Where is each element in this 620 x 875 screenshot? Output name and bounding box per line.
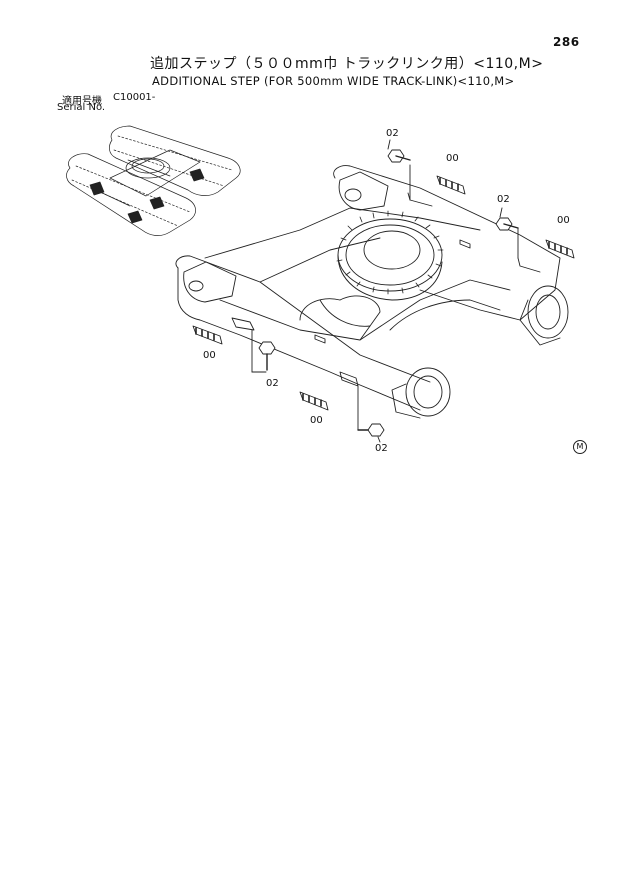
callout-02-upper-right: 02 bbox=[497, 194, 510, 205]
title-english: ADDITIONAL STEP (FOR 500mm WIDE TRACK-LI… bbox=[152, 74, 515, 88]
step-part-00-left bbox=[192, 317, 255, 373]
callout-02-lower: 02 bbox=[375, 443, 388, 454]
callout-00-lower: 00 bbox=[310, 415, 323, 426]
serial-label-japanese: 適用号機 bbox=[62, 96, 102, 107]
step-part-00-lower bbox=[299, 371, 359, 431]
track-frame bbox=[175, 165, 569, 419]
title-japanese: 追加ステップ（５００mm巾 トラックリンク用）<110,M> bbox=[150, 56, 544, 72]
sprocket-hub bbox=[391, 367, 451, 419]
bolt-02-left bbox=[251, 341, 276, 373]
callout-02-upper-center: 02 bbox=[386, 128, 399, 139]
overview-thumbnail bbox=[66, 125, 241, 236]
circled-m-mark: M bbox=[573, 440, 587, 454]
callout-00-upper-center: 00 bbox=[446, 153, 459, 164]
step-part-00-upper-center bbox=[407, 164, 466, 207]
bolt-02-upper-center bbox=[387, 139, 411, 163]
callout-00-left: 00 bbox=[203, 350, 216, 361]
page-number: 286 bbox=[553, 35, 580, 49]
bolt-02-upper-right bbox=[495, 207, 519, 231]
callout-02-left: 02 bbox=[266, 378, 279, 389]
bolt-02-lower bbox=[357, 423, 385, 443]
step-part-00-upper-right bbox=[517, 227, 575, 273]
serial-label-english: Serial No. bbox=[57, 102, 106, 113]
idler-yoke bbox=[519, 285, 569, 346]
swing-bearing bbox=[336, 210, 444, 301]
serial-value: C10001- bbox=[113, 92, 156, 103]
callout-00-upper-right: 00 bbox=[557, 215, 570, 226]
